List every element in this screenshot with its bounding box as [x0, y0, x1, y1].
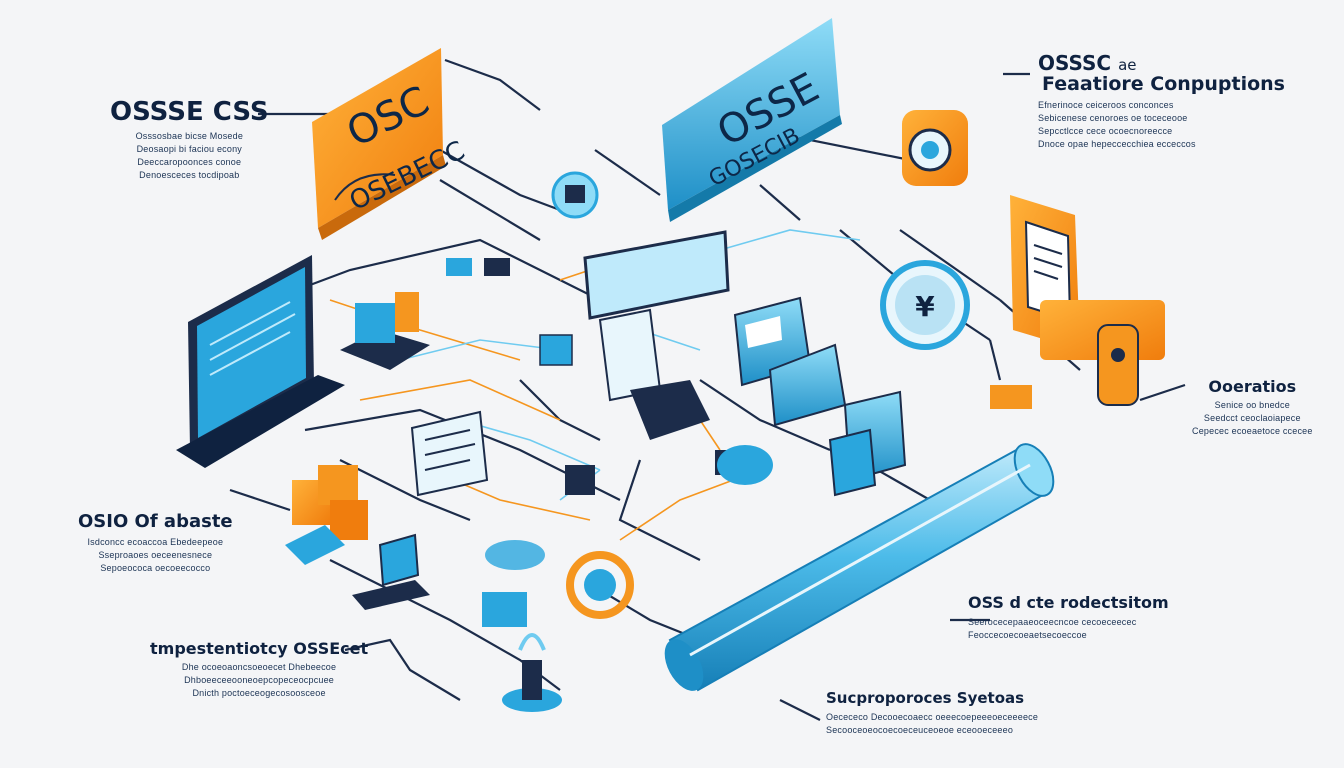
label-mid-left: OSIO Of abaste Isdconcc ecoaccoa Ebedeep…	[78, 512, 233, 575]
orange-blocks	[285, 465, 368, 565]
label-mid-right-line: Senice oo bnedce	[1214, 399, 1290, 410]
center-device	[583, 230, 730, 440]
label-bottom-left-line: Dhe ocoeoaoncsoeoecet Dhebeecoe	[181, 661, 337, 672]
label-top-right-line: Efnerinoce ceiceroos conconces	[1038, 99, 1174, 110]
label-bottom-left-line: Dhboeeceeooneoepcopeceocpcuee	[184, 674, 335, 685]
orange-card	[312, 48, 446, 240]
label-top-right-line: Sepcctlcce cece ocoecnoreecce	[1038, 125, 1173, 136]
label-top-left: OSSSE CSS Osssosbae bicse Mosede Deosaop…	[110, 98, 269, 182]
svg-text:¥: ¥	[915, 290, 935, 323]
label-bottom-right-title: OSS d cte rodectsitom	[968, 593, 1169, 612]
blue-card	[662, 18, 842, 222]
label-top-right-title-1: OSSSC	[1038, 51, 1112, 75]
label-mid-left-title: OSIO Of abaste	[78, 511, 233, 532]
label-bottom-right-line: Feoccecoecoeaetsecoeccoe	[968, 629, 1087, 640]
cube-icon	[828, 390, 907, 497]
label-top-right-title-2: Feaatiore Conpuptions	[1042, 73, 1285, 95]
label-top-left-line: Denoesceces tocdipoab	[139, 169, 240, 180]
label-bottom-left: tmpestentiotcy OSSEcet Dhe ocoeoaoncsoeo…	[150, 640, 368, 700]
label-bottom-left-line: Dnicth poctoeceogecosoosceoe	[192, 687, 326, 698]
label-top-right: OSSSC ae Feaatiore Conpuptions Efnerinoc…	[1038, 52, 1285, 151]
label-top-right-title-1-row: OSSSC ae	[1038, 52, 1285, 74]
label-top-left-line: Osssosbae bicse Mosede	[135, 130, 244, 141]
label-bottom-left-title: tmpestentiotcy OSSEcet	[150, 639, 369, 658]
lens-icon	[902, 110, 968, 186]
label-top-right-line: Sebicenese cenoroes oe toceceooe	[1038, 112, 1188, 123]
globe-icon: ¥	[880, 260, 970, 350]
label-mid-left-line: Sepoeococa oecoeecocco	[100, 562, 211, 573]
label-mid-left-line: Sseproaoes oeceenesnece	[98, 549, 213, 560]
label-mid-right: Ooeratios Senice oo bnedce Seedcct ceocl…	[1192, 378, 1313, 438]
shield-icon	[551, 171, 599, 219]
label-top-left-title: OSSSE CSS	[110, 97, 269, 127]
laptop-icon	[176, 255, 345, 468]
center-monitor-icon	[410, 410, 489, 497]
cloud-icon	[485, 445, 773, 570]
label-bottom-center-line: Oecececo Decooecoaecc oeeecoepeeeoeceeee…	[826, 711, 1039, 722]
label-mid-right-line: Seedcct ceoclaoiapece	[1203, 412, 1301, 423]
label-top-left-line: Deeccaropoonces conoe	[137, 156, 242, 167]
label-top-right-line: Dnoce opae hepeccecchiea ecceccos	[1038, 138, 1196, 149]
label-top-left-line: Deosaopi bi faciou econy	[136, 143, 242, 154]
label-bottom-right: OSS d cte rodectsitom Seerocecepaaeoceec…	[968, 594, 1169, 642]
monitor-icon	[1010, 195, 1165, 406]
database-icon	[733, 296, 847, 427]
label-bottom-center-line: Secooceoeocoecoeceuceoeoe eceooeceeeo	[826, 724, 1014, 735]
label-top-right-title-1-suffix: ae	[1118, 56, 1137, 74]
label-bottom-center-title: Sucproporoces Syetoas	[826, 689, 1025, 707]
small-laptop-icon	[352, 533, 430, 610]
label-mid-left-line: Isdconcc ecoaccoa Ebedeepeoe	[87, 536, 224, 547]
pipe-icon	[664, 443, 1055, 692]
label-bottom-center: Sucproporoces Syetoas Oecececo Decooecoa…	[826, 690, 1038, 737]
server-icon	[340, 292, 430, 370]
fountain-icon	[502, 633, 562, 712]
gear-icon	[566, 551, 634, 619]
label-bottom-right-line: Seerocecepaaeoceecncoe cecoeceecec	[968, 616, 1137, 627]
label-mid-right-line: Cepecec ecoeaetoce ccecee	[1192, 425, 1313, 436]
label-mid-right-title: Ooeratios	[1208, 377, 1297, 396]
